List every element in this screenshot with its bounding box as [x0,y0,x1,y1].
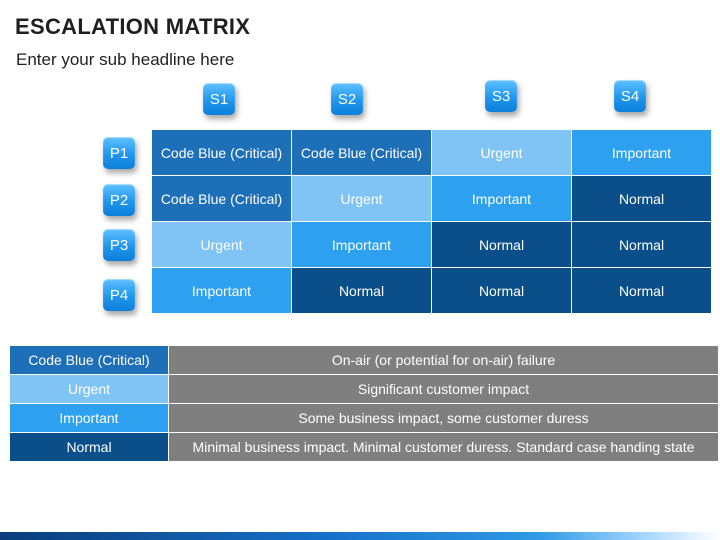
legend-table: Code Blue (Critical) On-air (or potentia… [10,346,718,462]
matrix-cell-p3-s4: Normal [572,222,711,267]
matrix-cell-p4-s2: Normal [292,268,431,313]
footer-gradient-bar [0,532,720,540]
row-badge-p1: P1 [103,137,135,169]
matrix-cell-p3-s2: Important [292,222,431,267]
legend-level: Code Blue (Critical) [10,346,168,374]
legend-description: Some business impact, some customer dure… [169,404,718,432]
matrix-cell-p3-s1: Urgent [152,222,291,267]
matrix-cell-p1-s2: Code Blue (Critical) [292,130,431,175]
legend-description: On-air (or potential for on-air) failure [169,346,718,374]
page-title: ESCALATION MATRIX [15,14,251,39]
row-badge-p4: P4 [103,279,135,311]
column-badge-s3: S3 [485,80,517,112]
legend-row-normal: Normal Minimal business impact. Minimal … [10,433,718,461]
legend-description: Significant customer impact [169,375,718,403]
row-badge-p3: P3 [103,229,135,261]
legend-row-important: Important Some business impact, some cus… [10,404,718,432]
column-badge-s2: S2 [331,83,363,115]
matrix-cell-p1-s1: Code Blue (Critical) [152,130,291,175]
column-badge-s4: S4 [614,80,646,112]
matrix-cell-p2-s4: Normal [572,176,711,221]
matrix-cell-p3-s3: Normal [432,222,571,267]
row-badge-p2: P2 [103,184,135,216]
legend-description: Minimal business impact. Minimal custome… [169,433,718,461]
legend-level: Normal [10,433,168,461]
matrix-cell-p1-s3: Urgent [432,130,571,175]
matrix-cell-p1-s4: Important [572,130,711,175]
legend-level: Important [10,404,168,432]
matrix-cell-p2-s1: Code Blue (Critical) [152,176,291,221]
page-subtitle: Enter your sub headline here [16,50,235,69]
matrix-cell-p4-s1: Important [152,268,291,313]
matrix-cell-p2-s2: Urgent [292,176,431,221]
legend-row-urgent: Urgent Significant customer impact [10,375,718,403]
column-badge-s1: S1 [203,83,235,115]
matrix-cell-p2-s3: Important [432,176,571,221]
legend-row-critical: Code Blue (Critical) On-air (or potentia… [10,346,718,374]
escalation-matrix: Code Blue (Critical) Code Blue (Critical… [152,130,711,313]
matrix-cell-p4-s4: Normal [572,268,711,313]
matrix-cell-p4-s3: Normal [432,268,571,313]
legend-level: Urgent [10,375,168,403]
